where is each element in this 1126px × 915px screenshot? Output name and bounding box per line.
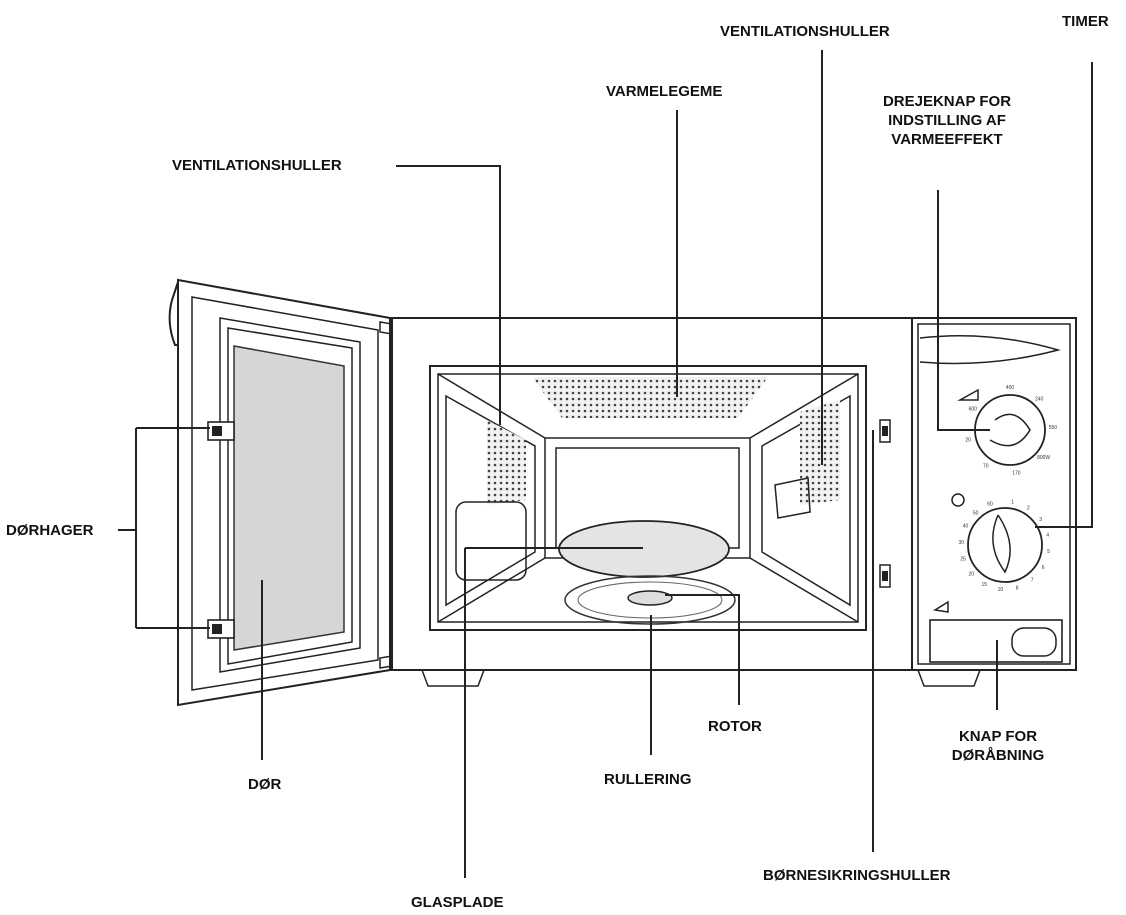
leader-timer: [1035, 62, 1093, 528]
timer-knob-mark: 10: [998, 587, 1004, 593]
label-timer: TIMER: [1062, 13, 1109, 30]
label-rotor: ROTOR: [708, 718, 762, 735]
leader-glass-tray: [464, 547, 643, 878]
timer-knob-mark: 1: [1011, 500, 1014, 506]
timer-knob-mark: 50: [973, 510, 979, 516]
power-knob-mark: 400: [1006, 385, 1015, 391]
vent-holes-right: [800, 400, 840, 505]
timer-knob-mark: 4: [1046, 532, 1049, 538]
label-power-knob-line1: DREJEKNAP FOR: [882, 93, 1012, 110]
label-door-hooks: DØRHAGER: [6, 522, 94, 539]
power-knob-mark: 70: [983, 464, 989, 470]
label-power-knob-line2: INDSTILLING AF: [888, 112, 1006, 129]
timer-knob-mark: 3: [1039, 517, 1042, 523]
vent-holes-left: [487, 420, 526, 505]
door: [168, 278, 393, 707]
timer-knob-mark: 60: [987, 502, 993, 508]
timer-knob-mark: 6: [1042, 565, 1045, 571]
timer-knob-mark: 40: [963, 524, 969, 530]
timer-knob-mark: 30: [958, 540, 964, 546]
power-knob-mark: 20: [965, 438, 971, 444]
label-ventilation-left: VENTILATIONSHULLER: [172, 157, 342, 174]
timer-knob[interactable]: [967, 507, 1043, 583]
label-glass-tray: GLASPLADE: [411, 894, 504, 911]
power-knob-mark: 240: [1035, 397, 1044, 403]
power-knob-mark: 600: [969, 407, 978, 413]
timer-knob-mark: 25: [960, 557, 966, 563]
timer-knob-mark: 8: [1016, 585, 1019, 591]
label-door: DØR: [248, 776, 282, 793]
rotor: [627, 590, 673, 606]
power-knob-marks: 400 240 550 800W 170 70 20 600: [965, 385, 1057, 477]
timer-knob-mark: 15: [982, 582, 988, 588]
heating-element-grill: [532, 377, 768, 418]
label-child-lock-holes: BØRNESIKRINGSHULLER: [763, 867, 951, 884]
label-power-knob-line3: VARMEEFFEKT: [891, 131, 1003, 148]
leader-power-knob: [937, 190, 990, 431]
control-panel: [911, 317, 1077, 671]
label-ventilation-right: VENTILATIONSHULLER: [720, 23, 890, 40]
leader-door-hooks: [118, 427, 210, 629]
timer-knob-mark: 2: [1027, 506, 1030, 512]
label-door-button: KNAP FOR DØRÅBNING: [938, 727, 1058, 765]
timer-knob-mark: 7: [1031, 578, 1034, 584]
label-power-knob: DREJEKNAP FOR INDSTILLING AF VARMEEFFEKT: [862, 92, 1032, 149]
label-door-button-line1: KNAP FOR: [958, 728, 1038, 745]
power-knob-mark: 170: [1012, 471, 1021, 477]
leader-rotor: [665, 594, 740, 705]
timer-knob-mark: 20: [969, 571, 975, 577]
power-knob-mark: 550: [1049, 425, 1058, 431]
timer-knob-mark: 5: [1047, 549, 1050, 555]
label-heating-element: VARMELEGEME: [606, 83, 723, 100]
leader-vent-left: [396, 165, 501, 425]
power-knob-mark: 800W: [1037, 455, 1050, 461]
timer-knob-marks: 1 2 3 4 5 6 7 8 10 15 20 25 30 40 50 60: [958, 500, 1050, 593]
leader-lines: [118, 50, 1093, 878]
label-roller-ring: RULLERING: [604, 771, 692, 788]
oven-body: [391, 317, 981, 687]
label-door-button-line2: DØRÅBNING: [951, 747, 1045, 764]
door-window: [233, 345, 345, 651]
